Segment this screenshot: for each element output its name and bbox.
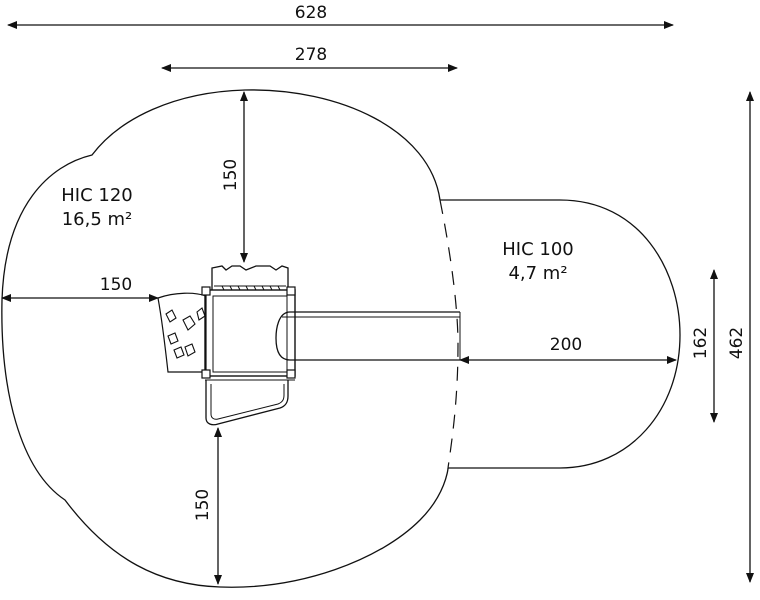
dim-label-slide-clearance: 200 — [550, 335, 582, 355]
safety-zone-hic100-outline — [440, 199, 681, 469]
climbing-wall — [157, 292, 207, 373]
dim-label-overall-height: 462 — [727, 327, 747, 359]
platform — [201, 286, 296, 381]
climbing-hold — [184, 343, 196, 357]
zone-label-code: HIC 100 — [502, 239, 574, 260]
zone-label-code: HIC 120 — [61, 185, 133, 206]
climbing-hold — [196, 307, 206, 321]
platform-post — [201, 369, 211, 379]
platform-post — [286, 369, 296, 379]
climbing-hold — [167, 332, 179, 345]
dim-label-overall-width: 628 — [295, 3, 327, 23]
zone-label-area: 4,7 m² — [508, 263, 567, 284]
ladder — [205, 380, 289, 426]
dim-label-bottom-clearance: 150 — [193, 489, 213, 521]
dim-label-slide-zone-height: 162 — [691, 327, 711, 359]
climbing-hold — [173, 346, 185, 359]
top-panel — [211, 265, 289, 290]
dim-label-top-clearance: 150 — [221, 159, 241, 191]
platform-post — [201, 286, 211, 296]
climbing-hold — [182, 315, 196, 331]
zone-label-area: 16,5 m² — [62, 209, 133, 230]
slide — [275, 311, 461, 361]
platform-post — [286, 286, 296, 296]
safety-zone-hic120-outline — [1, 89, 449, 588]
dim-label-platform-width: 278 — [295, 45, 327, 65]
dim-label-left-clearance: 150 — [100, 275, 132, 295]
zone-divider — [439, 199, 459, 469]
climbing-hold — [165, 309, 177, 323]
